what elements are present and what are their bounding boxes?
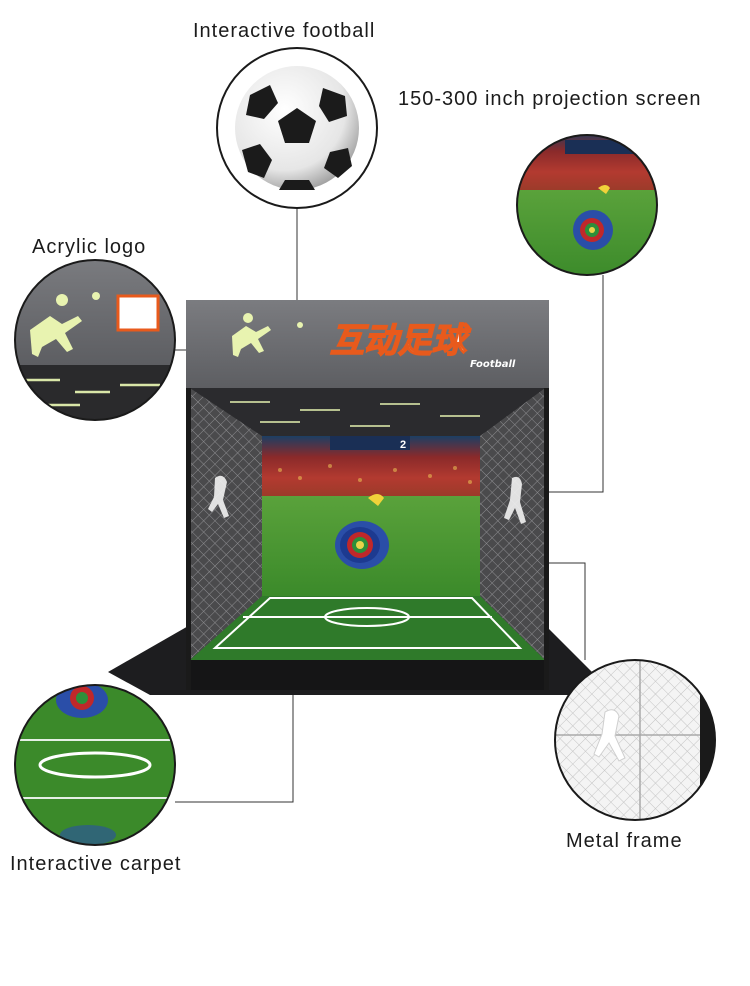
label-interactive-football: Interactive football [193,20,376,42]
callout-projection-screen [516,134,658,276]
soccer-ball-icon [235,66,359,190]
scoreboard-score: 2 [400,439,406,451]
right-mesh-wall [480,388,545,660]
projection-screen: 2 [262,436,480,596]
label-acrylic-logo: Acrylic logo [32,236,147,258]
booth-ceiling [190,388,545,436]
left-wall-player-icon [208,475,229,518]
booth: 2 [108,300,608,695]
right-wall-player-icon [504,476,526,524]
leader-carpet [175,690,294,803]
callout-football [216,47,378,209]
pitch-markings [212,597,523,649]
kicker-logo-icon [232,313,303,357]
interactive-carpet-floor [190,596,545,660]
sign-title: 互动足球 [330,321,471,361]
scoreboard [330,436,410,450]
flying-ball-icon [368,494,384,506]
label-projection-screen: 150-300 inch projection screen [398,88,702,110]
left-mesh-wall [190,388,262,660]
callout-acrylic-logo [14,259,176,421]
target-icon [335,521,389,569]
callout-interactive-carpet [14,684,176,846]
booth-front-edge [190,660,545,690]
frame-player-icon [593,709,626,762]
label-metal-frame: Metal frame [566,830,683,852]
sign-subtitle: Football [470,359,516,370]
callout-metal-frame [554,659,716,821]
label-interactive-carpet: Interactive carpet [10,853,182,875]
